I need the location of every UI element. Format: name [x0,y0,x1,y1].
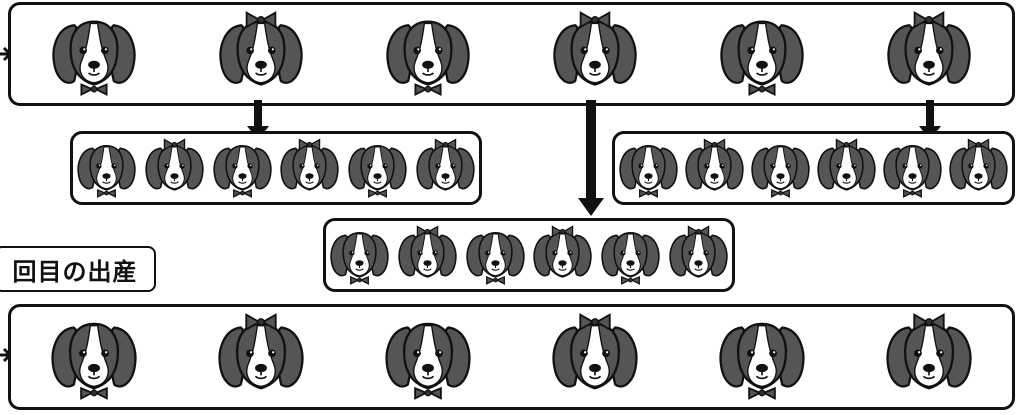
arrow-down-center-icon [578,100,604,218]
beagle-with-bowtie-icon [49,9,139,99]
beagle-with-hair-bow-icon [215,311,307,403]
beagle-with-hair-bow-icon [815,137,878,200]
top-dog-row [11,5,1012,103]
top-dog-group [8,2,1015,106]
beagle-with-hair-bow-icon [143,137,206,200]
beagle-with-hair-bow-icon [683,137,746,200]
bottom-dog-row [11,307,1012,407]
beagle-with-hair-bow-icon [531,224,594,287]
beagle-with-bowtie-icon [211,137,274,200]
beagle-with-hair-bow-icon [947,137,1010,200]
beagle-with-bowtie-icon [599,224,662,287]
litter-group-center [323,218,735,292]
beagle-with-bowtie-icon [383,9,473,99]
beagle-with-bowtie-icon [749,137,812,200]
litter-group-left [70,131,482,205]
beagle-with-bowtie-icon [48,311,140,403]
bottom-dog-group [8,304,1015,410]
beagle-with-hair-bow-icon [396,224,459,287]
beagle-with-hair-bow-icon [216,9,306,99]
beagle-with-hair-bow-icon [414,137,477,200]
beagle-with-bowtie-icon [464,224,527,287]
litter-group-right [612,131,1015,205]
beagle-with-hair-bow-icon [667,224,730,287]
beagle-with-hair-bow-icon [884,9,974,99]
beagle-with-bowtie-icon [617,137,680,200]
litter-dog-row [615,134,1012,202]
beagle-with-bowtie-icon [75,137,138,200]
birth-count-text: 回目の出産 [13,252,138,287]
beagle-with-hair-bow-icon [883,311,975,403]
beagle-with-bowtie-icon [346,137,409,200]
beagle-with-bowtie-icon [328,224,391,287]
litter-dog-row [73,134,479,202]
beagle-with-bowtie-icon [881,137,944,200]
litter-dog-row [326,221,732,289]
beagle-with-hair-bow-icon [278,137,341,200]
beagle-with-hair-bow-icon [550,9,640,99]
birth-count-label: 回目の出産 [0,246,156,292]
beagle-with-bowtie-icon [717,9,807,99]
beagle-with-bowtie-icon [382,311,474,403]
beagle-with-bowtie-icon [716,311,808,403]
beagle-with-hair-bow-icon [549,311,641,403]
